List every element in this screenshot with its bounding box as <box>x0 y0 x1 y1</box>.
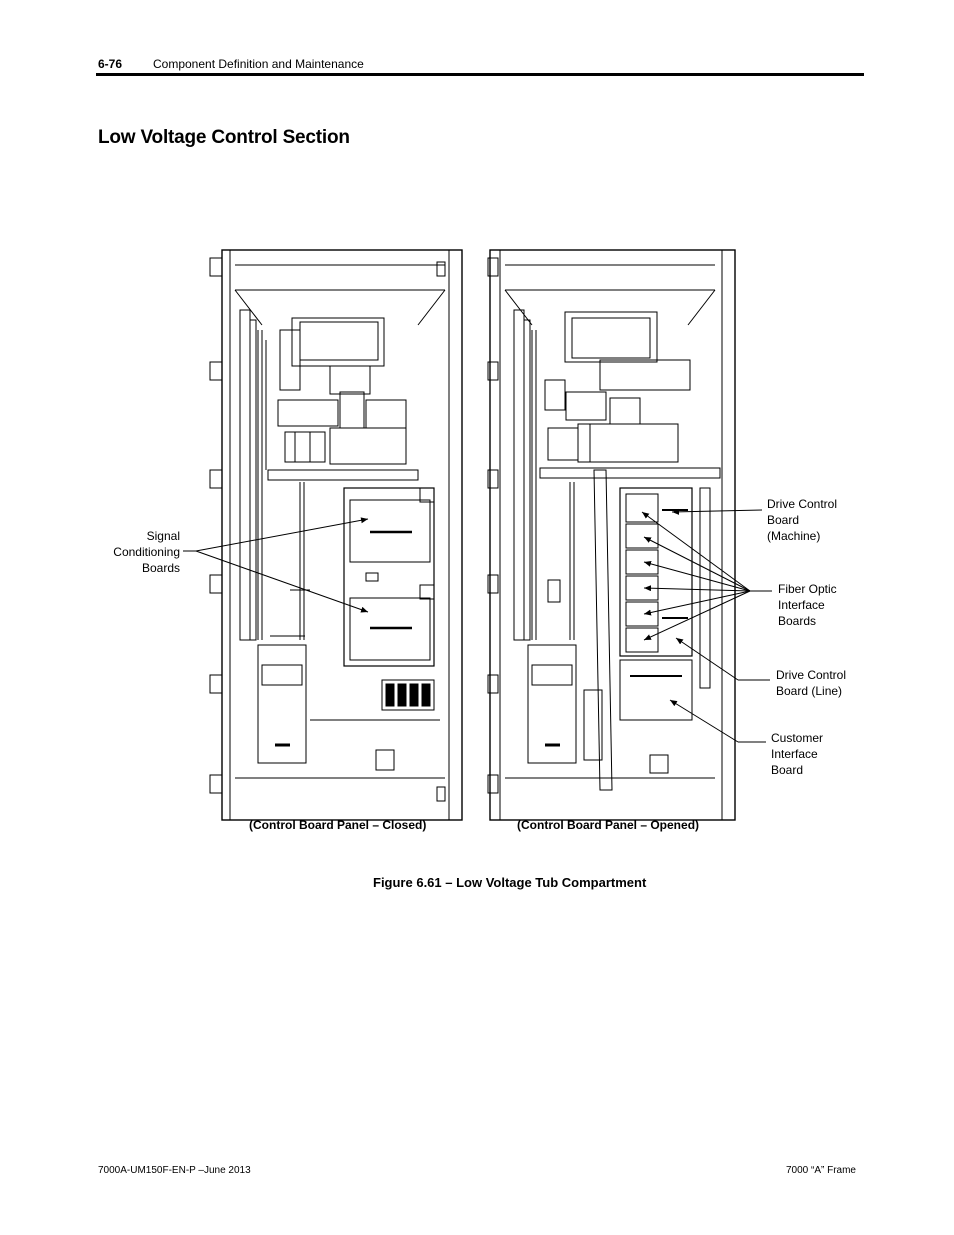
callout-leaders <box>183 508 772 743</box>
signal-conditioning-callout: Signal Conditioning Boards <box>113 529 180 575</box>
figure-caption: Figure 6.61 – Low Voltage Tub Compartmen… <box>373 875 647 890</box>
drive-control-line-callout: Drive Control Board (Line) <box>776 668 847 698</box>
fiber-optic-callout: Fiber Optic Interface Boards <box>778 582 837 628</box>
cabinet-closed <box>209 249 463 821</box>
footer-product: 7000 “A” Frame <box>785 1165 856 1176</box>
chapter-title: Component Definition and Maintenance <box>153 57 364 71</box>
page-number: 6-76 <box>98 57 123 71</box>
section-title: Low Voltage Control Section <box>98 127 350 148</box>
cabinet-opened <box>487 249 736 821</box>
panel-closed-caption: (Control Board Panel – Closed) <box>249 818 427 832</box>
header-rule <box>96 73 864 76</box>
panel-opened-caption: (Control Board Panel – Opened) <box>517 818 700 832</box>
customer-interface-callout: Customer Interface Board <box>771 731 824 777</box>
footer-publication: 7000A-UM150F-EN-P –June 2013 <box>98 1165 251 1176</box>
drive-control-machine-callout: Drive Control Board (Machine) <box>767 497 838 543</box>
